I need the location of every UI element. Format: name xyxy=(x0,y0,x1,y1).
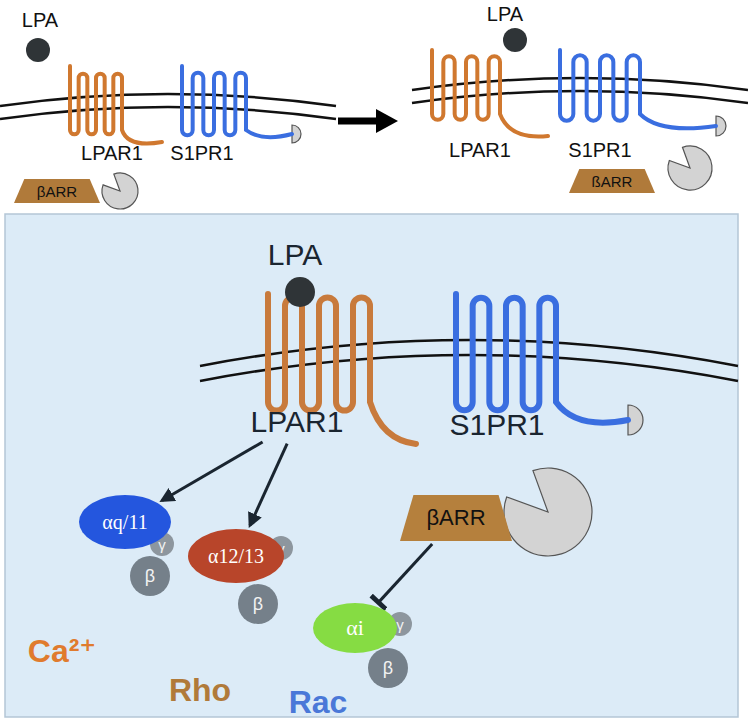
membrane-line xyxy=(200,355,738,381)
ligand-dot xyxy=(26,38,50,62)
membrane-line xyxy=(412,78,748,90)
membrane-line xyxy=(0,94,336,106)
pathway-output: Rac xyxy=(289,686,348,718)
node-text: ßARR xyxy=(592,174,633,189)
node-text: β xyxy=(145,567,155,585)
g-beta-subunit: β xyxy=(368,648,408,688)
membrane-line xyxy=(412,91,748,103)
receptor-label: S1PR1 xyxy=(446,407,547,443)
molecule-label: LPAR1 xyxy=(81,143,143,163)
molecule-label: LPA xyxy=(268,240,322,270)
inhibition-connector xyxy=(379,544,433,602)
node-text: αq/11 xyxy=(102,512,147,532)
receptor-helix xyxy=(432,50,548,137)
g-alpha-subunit: αq/11 xyxy=(79,495,171,549)
pathway-output: Rho xyxy=(169,674,231,706)
pathway-output: Ca²⁺ xyxy=(28,635,96,667)
arrestin-domain xyxy=(504,468,592,556)
g-alpha-subunit: αi xyxy=(313,603,397,653)
molecule-label: LPA xyxy=(22,10,58,30)
node-text: β xyxy=(253,595,263,613)
membrane-line xyxy=(0,107,336,119)
arrestin-domain xyxy=(668,146,712,190)
receptor-helix xyxy=(70,66,162,144)
arrestin-domain xyxy=(102,173,138,209)
g-beta-subunit: β xyxy=(130,556,170,596)
g-beta-subunit: β xyxy=(238,584,278,624)
molecule-label: LPA xyxy=(487,4,523,24)
molecule-label: LPAR1 xyxy=(449,140,511,160)
receptor-label: LPAR1 xyxy=(247,404,347,440)
molecule-label: S1PR1 xyxy=(170,143,233,163)
receptor-helix xyxy=(456,294,628,423)
node-text: β xyxy=(383,659,393,677)
arrestin-box: βARR xyxy=(400,495,512,541)
receptor-helix xyxy=(560,50,716,128)
node-text: αi xyxy=(346,617,364,639)
node-text: LPAR1 xyxy=(251,407,344,437)
receptor-helix xyxy=(182,66,292,137)
activation-arrow xyxy=(250,444,287,526)
node-text: α12/13 xyxy=(208,546,264,566)
node-text: βARR xyxy=(426,507,485,529)
ligand-dot xyxy=(503,28,527,52)
transition-arrow xyxy=(338,109,398,133)
node-text: γ xyxy=(396,617,404,632)
molecule-label: S1PR1 xyxy=(568,140,631,160)
arrestin-box: βARR xyxy=(14,179,100,203)
ligand-dot xyxy=(285,277,315,307)
arrestin-box: ßARR xyxy=(569,169,655,193)
g-alpha-subunit: α12/13 xyxy=(188,529,284,583)
activation-arrow xyxy=(162,442,263,500)
membrane-line xyxy=(200,340,738,366)
node-text: βARR xyxy=(37,184,77,199)
cell-panel xyxy=(5,214,738,717)
node-text: S1PR1 xyxy=(449,410,544,440)
